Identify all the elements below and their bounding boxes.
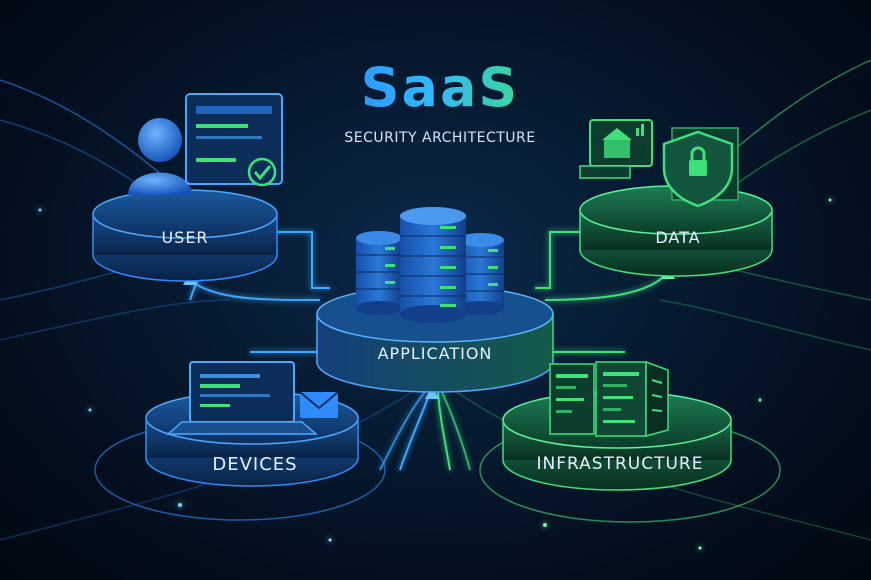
data-label: DATA [655,228,701,247]
laptop-icon [165,361,319,435]
devices-label: DEVICES [212,454,298,475]
checkmark-icon [247,157,277,187]
page-title: SaaS [330,58,550,118]
user-icon [128,118,192,195]
dashboard-icon [579,119,653,179]
server-rack-icon [549,360,669,437]
server-stack-center [400,207,466,323]
application-label: APPLICATION [377,344,493,363]
shield-lock-icon [662,127,739,208]
page-subtitle: SECURITY ARCHITECTURE [344,130,536,146]
server-stack-right [458,233,504,315]
sparkle-particles [38,198,832,550]
user-platform [92,189,278,282]
user-label: USER [161,228,209,247]
envelope-icon [299,391,339,418]
server-stack-icon [356,207,504,323]
infrastructure-label: INFRASTRUCTURE [536,454,704,474]
server-stack-left [356,231,402,315]
